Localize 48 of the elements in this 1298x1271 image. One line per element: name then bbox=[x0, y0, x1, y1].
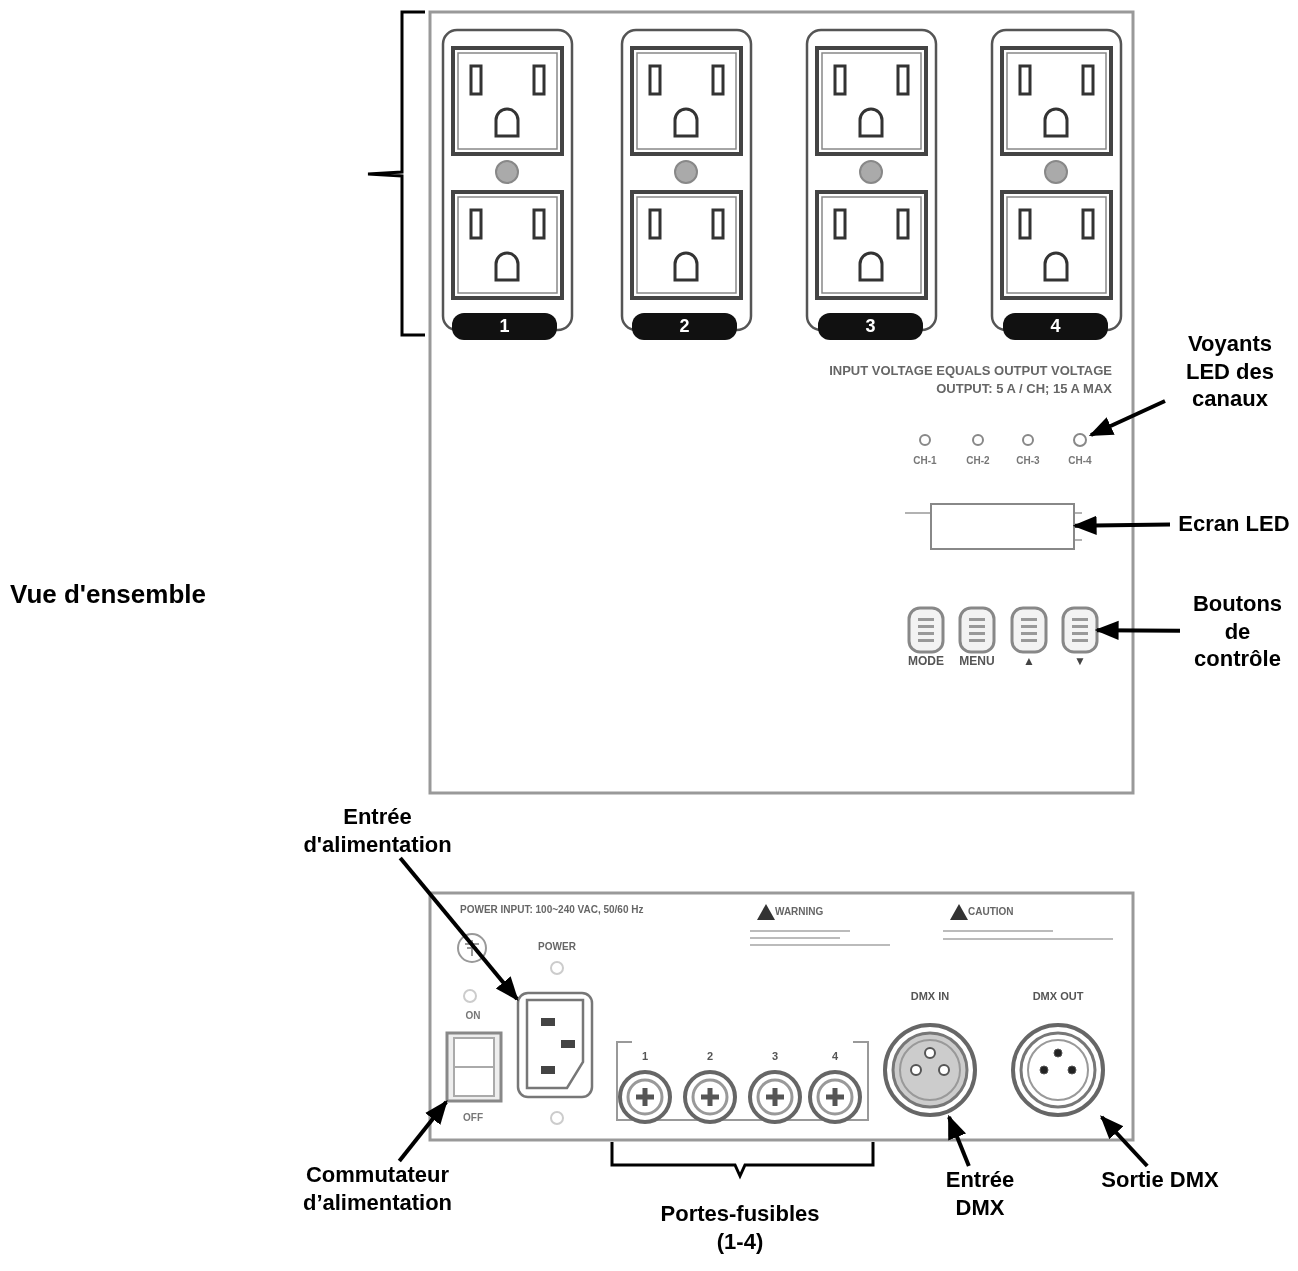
panel-label: 1 bbox=[640, 1050, 650, 1064]
power-switch bbox=[446, 1032, 502, 1102]
channel-number-label: 2 bbox=[632, 313, 737, 340]
power-inlet bbox=[517, 992, 593, 1098]
arrow bbox=[398, 856, 519, 1001]
panel-label: POWER INPUT: 100~240 VAC, 50/60 Hz bbox=[460, 904, 645, 917]
panel-label: DMX IN bbox=[909, 990, 951, 1004]
panel-label: INPUT VOLTAGE EQUALS OUTPUT VOLTAGE bbox=[828, 363, 1112, 380]
arrow bbox=[1088, 399, 1166, 437]
channel-number-label: 1 bbox=[452, 313, 557, 340]
arrow bbox=[1100, 1115, 1149, 1168]
led-display bbox=[930, 503, 1075, 550]
panel-label: 2 bbox=[705, 1050, 715, 1064]
panel-label: ON bbox=[464, 1010, 482, 1023]
panel-label: DMX OUT bbox=[1031, 990, 1085, 1004]
callout-label: Sortie DMX bbox=[1095, 1166, 1225, 1194]
panel-label: ▲ bbox=[1022, 654, 1036, 669]
panel-label: CH-1 bbox=[912, 455, 938, 468]
panel-label: OUTPUT: 5 A / CH; 15 A MAX bbox=[935, 381, 1112, 398]
panel-label: ▼ bbox=[1073, 654, 1087, 669]
panel-label: MENU bbox=[958, 654, 996, 669]
arrow bbox=[397, 1100, 448, 1163]
panel-label: MODE bbox=[907, 654, 945, 669]
callout-label: Voyants LED des canaux bbox=[1165, 330, 1295, 413]
panel-label: CH-2 bbox=[965, 455, 991, 468]
panel-label: WARNING bbox=[775, 906, 825, 919]
callout-label: Entrée DMX bbox=[930, 1166, 1030, 1221]
panel-label: POWER bbox=[537, 941, 577, 954]
panel-label: 4 bbox=[830, 1050, 840, 1064]
callout-label: Ecran LED bbox=[1170, 510, 1298, 538]
panel-label: CAUTION bbox=[968, 906, 1015, 919]
xlr-connector bbox=[1011, 1023, 1105, 1117]
channel-number-label: 3 bbox=[818, 313, 923, 340]
arrow bbox=[1094, 620, 1180, 640]
callout-label: Commutateur d’alimentation bbox=[260, 1161, 495, 1216]
arrow bbox=[947, 1114, 971, 1167]
callout-label: Boutons de contrôle bbox=[1180, 590, 1295, 673]
panel-label: CH-3 bbox=[1015, 455, 1041, 468]
channel-number-label: 4 bbox=[1003, 313, 1108, 340]
panel-label: OFF bbox=[462, 1112, 484, 1125]
arrow bbox=[1072, 515, 1171, 535]
xlr-connector bbox=[883, 1023, 977, 1117]
control-button bbox=[1063, 608, 1097, 652]
view-title: Vue d'ensemble bbox=[10, 578, 207, 611]
bracket-label: Portes-fusibles (1-4) bbox=[660, 1200, 820, 1255]
callout-label: Entrée d'alimentation bbox=[290, 803, 465, 858]
panel-label: CH-4 bbox=[1067, 455, 1093, 468]
panel-label: 3 bbox=[770, 1050, 780, 1064]
